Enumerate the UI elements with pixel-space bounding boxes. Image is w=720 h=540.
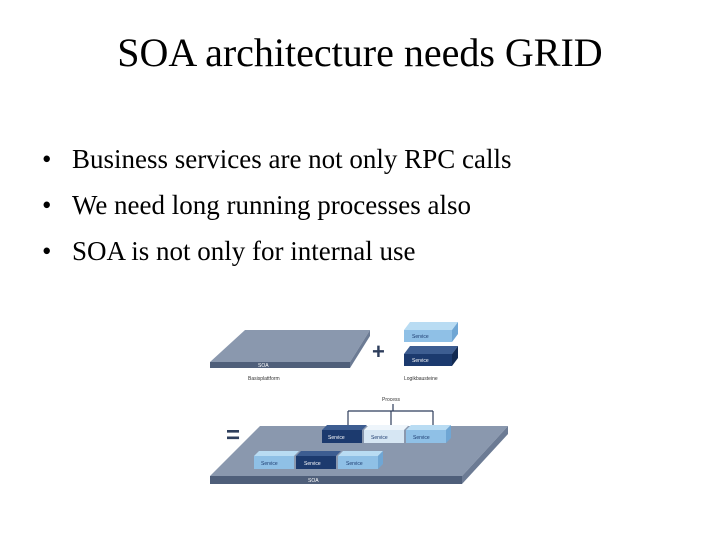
service-block-label: Service <box>328 435 345 441</box>
equals-icon: = <box>226 422 240 449</box>
service-row-front: Service Service Service <box>254 451 383 469</box>
bullet-text: SOA is not only for internal use <box>72 236 416 266</box>
service-block-label: Service <box>261 461 278 467</box>
plus-icon: + <box>372 339 385 364</box>
service-block-label: Service <box>413 435 430 441</box>
service-block-label: Service <box>346 461 363 467</box>
bullet-list: • Business services are not only RPC call… <box>42 136 511 274</box>
top-platform-caption: Basisplattform <box>248 376 280 382</box>
bullet-dot-icon: • <box>42 144 52 174</box>
service-row-back: Service Service Service <box>322 425 451 443</box>
bullet-text: Business services are not only RPC calls <box>72 144 512 174</box>
stack-caption: Logikbausteine <box>404 376 438 382</box>
top-soa-platform: SOA <box>210 330 370 369</box>
bullet-dot-icon: • <box>42 236 52 266</box>
bullet-item: • SOA is not only for internal use <box>42 228 511 274</box>
bottom-platform-label: SOA <box>308 478 319 484</box>
top-platform-label: SOA <box>258 363 269 369</box>
service-stack: Service Service <box>404 322 458 366</box>
process-label: Process <box>382 397 401 403</box>
bullet-dot-icon: • <box>42 190 52 220</box>
bullet-item: • Business services are not only RPC call… <box>42 136 511 182</box>
bullet-item: • We need long running processes also <box>42 182 511 228</box>
service-block-label: Service <box>371 435 388 441</box>
stack-block-label: Service <box>412 358 429 364</box>
service-block-label: Service <box>304 461 321 467</box>
process-connector <box>347 404 434 425</box>
soa-grid-diagram: SOA Basisplattform + Service Service Log… <box>210 322 508 484</box>
bullet-text: We need long running processes also <box>72 190 471 220</box>
stack-block-label: Service <box>412 334 429 340</box>
slide-title: SOA architecture needs GRID <box>117 30 603 75</box>
